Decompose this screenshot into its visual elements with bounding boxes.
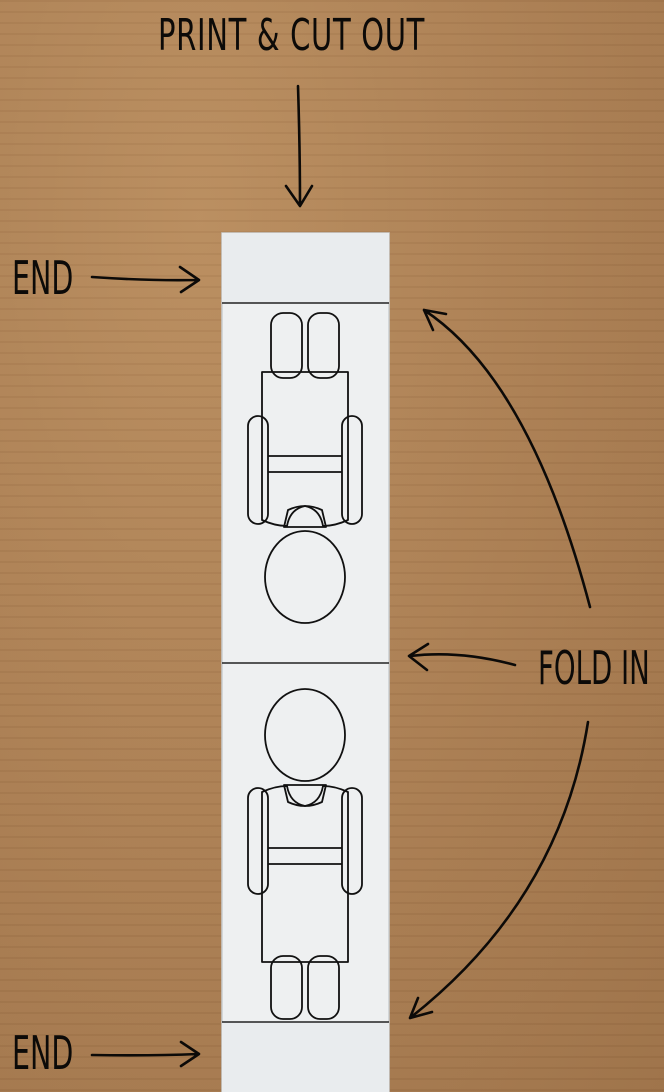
arrow-down-to-strip <box>286 86 312 206</box>
print-cut-out-title: PRINT & CUT OUT <box>158 14 425 58</box>
end-panel-bottom <box>222 1022 389 1092</box>
end-label-bottom: END <box>12 1030 73 1076</box>
arrow-fold-top-curved <box>424 310 590 607</box>
fold-in-label: FOLD IN <box>538 645 650 691</box>
paper-strip <box>222 233 389 1092</box>
end-label-top: END <box>12 255 73 301</box>
arrow-fold-bottom-curved <box>410 722 588 1018</box>
arrow-right-end-bottom <box>92 1042 199 1066</box>
arrow-fold-middle <box>409 644 515 670</box>
end-panel-top <box>222 233 389 303</box>
arrow-right-end-top <box>92 267 199 292</box>
